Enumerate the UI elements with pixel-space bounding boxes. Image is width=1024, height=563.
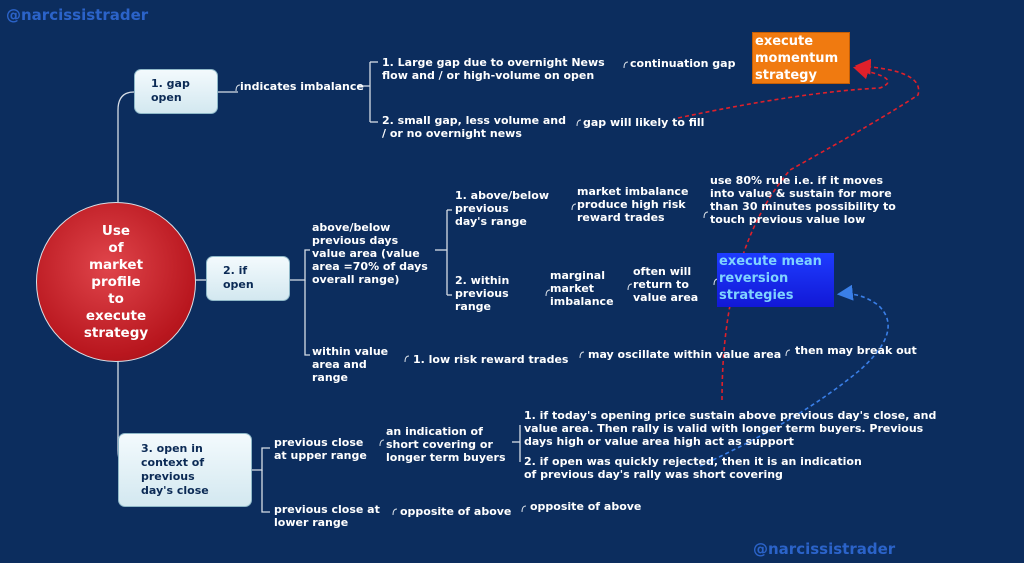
central-topic[interactable]: Use of market profile to execute strateg…: [36, 202, 196, 362]
node-open-context-previous-close[interactable]: 3. open in context of previous day's clo…: [118, 433, 252, 507]
node-large-gap[interactable]: 1. Large gap due to overnight News flow …: [382, 56, 605, 82]
node-indicates-imbalance[interactable]: indicates imbalance: [240, 80, 364, 93]
node-short-covering[interactable]: an indication of short covering or longe…: [386, 425, 506, 464]
node-marginal-imbalance[interactable]: marginal market imbalance: [550, 269, 614, 308]
node-opening-sustain[interactable]: 1. if today's opening price sustain abov…: [524, 409, 937, 448]
node-low-risk-reward[interactable]: 1. low risk reward trades: [413, 353, 569, 366]
node-within-value-area[interactable]: within value area and range: [312, 345, 389, 384]
node-gap-open[interactable]: 1. gap open: [134, 69, 218, 114]
node-execute-momentum[interactable]: execute momentum strategy: [752, 32, 850, 84]
node-open-rejected[interactable]: 2. if open was quickly rejected, then it…: [524, 455, 862, 481]
node-execute-mean-reversion[interactable]: execute mean reversion strategies: [717, 253, 834, 307]
node-return-to-value[interactable]: often will return to value area: [633, 265, 699, 304]
node-within-range[interactable]: 2. within previous range: [455, 274, 510, 313]
node-small-gap[interactable]: 2. small gap, less volume and / or no ov…: [382, 114, 567, 140]
node-opposite-1[interactable]: opposite of above: [400, 505, 512, 518]
node-if-open[interactable]: 2. if open: [206, 256, 290, 301]
node-opposite-2[interactable]: opposite of above: [530, 500, 642, 513]
watermark-bottom: @narcissistrader: [753, 540, 896, 558]
node-above-below-range[interactable]: 1. above/below previous day's range: [455, 189, 549, 228]
node-gap-will-fill[interactable]: gap will likely to fill: [583, 116, 705, 129]
node-break-out[interactable]: then may break out: [795, 344, 917, 357]
node-continuation-gap[interactable]: continuation gap: [630, 57, 736, 70]
node-above-below-value-area[interactable]: above/below previous days value area (va…: [312, 221, 428, 286]
node-previous-close-upper[interactable]: previous close at upper range: [274, 436, 367, 462]
node-oscillate[interactable]: may oscillate within value area: [588, 348, 782, 361]
watermark-top: @narcissistrader: [6, 6, 149, 24]
node-market-imbalance[interactable]: market imbalance produce high risk rewar…: [577, 185, 689, 224]
node-80-percent-rule[interactable]: use 80% rule i.e. if it moves into value…: [710, 174, 896, 226]
node-previous-close-lower[interactable]: previous close at lower range: [274, 503, 380, 529]
